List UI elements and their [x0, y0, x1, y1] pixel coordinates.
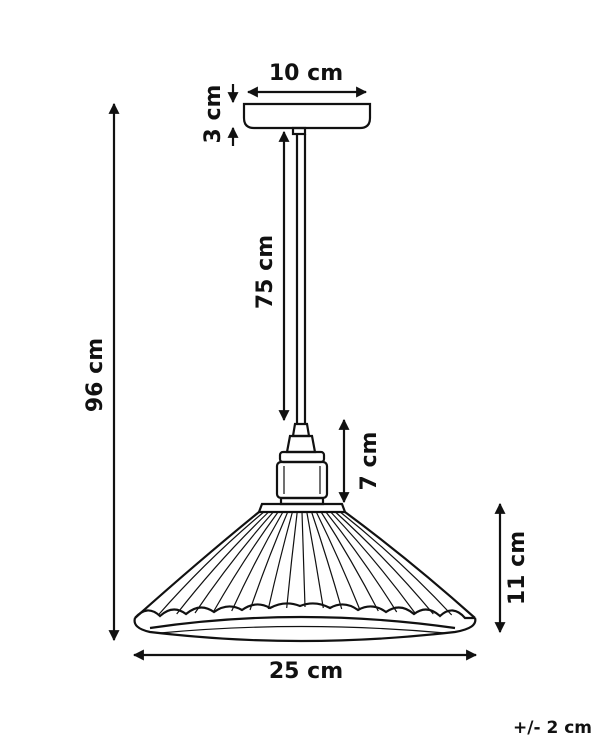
canopy-width-label: 10 cm [269, 61, 343, 86]
canopy-neck [291, 126, 307, 136]
lamp-socket [275, 422, 329, 506]
shade-flute [212, 511, 279, 613]
total-height-label: 96 cm [83, 338, 108, 412]
ceiling-canopy [242, 102, 372, 130]
shade-flute [325, 511, 398, 613]
shade-flute [301, 511, 306, 608]
canopy-height-label: 3 cm [201, 85, 226, 144]
shade-flute [311, 511, 343, 610]
tolerance-note: +/- 2 cm [513, 718, 592, 738]
shade-flute [339, 511, 453, 616]
shade-flute [286, 511, 298, 609]
shade-flute [306, 511, 324, 609]
shade-height-label: 11 cm [505, 531, 530, 605]
shade-flute [194, 511, 274, 614]
shade-flute [315, 511, 361, 611]
pendant-lamp-drawing [133, 102, 477, 643]
shade-flute [320, 511, 379, 612]
cord-length-label: 75 cm [253, 235, 278, 309]
shade-width-label: 25 cm [269, 659, 343, 684]
shade-flute [249, 511, 289, 611]
fluted-glass-shade [133, 502, 477, 643]
shade-flute [231, 511, 284, 612]
shade-flute [267, 511, 293, 610]
socket-height-label: 7 cm [357, 432, 382, 491]
shade-flute [157, 511, 265, 616]
shade-flute [334, 511, 434, 615]
shade-flute [330, 511, 416, 614]
shade-flute [176, 511, 270, 615]
